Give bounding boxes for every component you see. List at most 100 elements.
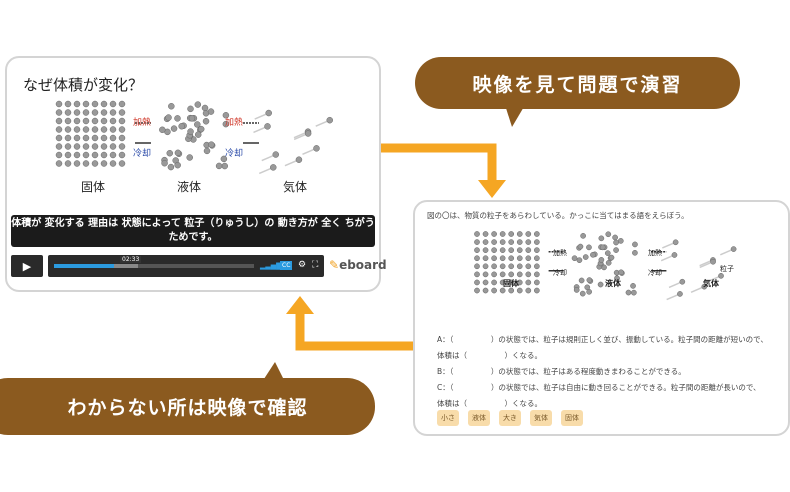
particle [170,125,178,132]
seek-bar[interactable]: 02:33 [54,256,254,268]
particle [82,160,90,167]
choice-chip[interactable]: 大き [499,410,521,426]
particle [534,287,540,294]
choice-chip[interactable]: 小さ [437,410,459,426]
volume-icon[interactable]: ▂▃▅▇ [260,262,282,270]
particle [109,143,117,150]
particle [100,143,108,150]
particle [491,263,497,270]
answer-choices: 小さ 液体 大き 気体 固体 [437,410,583,426]
particle [586,244,592,251]
particle [222,120,230,128]
particle [304,130,312,137]
particle [55,151,63,159]
particle [203,147,211,155]
particle [499,287,506,294]
particle [730,246,737,252]
particle [109,126,117,133]
particle [679,278,686,285]
particle [174,149,182,157]
particle [534,279,540,286]
particle-illustration [55,100,333,175]
particle [55,100,63,108]
choice-chip[interactable]: 液体 [468,410,490,426]
particle [534,231,540,237]
particle [508,263,515,270]
ex-heat-2: 加熱 [648,249,662,257]
particle [109,160,117,167]
particle [491,279,497,286]
particle [631,289,637,296]
particle [482,263,489,270]
particle [100,100,108,108]
particle [109,109,117,116]
particle [64,134,72,142]
particle [571,255,578,262]
video-title: なぜ体積が変化？ [23,76,144,94]
particle [187,128,194,135]
particle [499,279,506,286]
arrow-head-down [478,180,506,198]
particle [474,279,480,286]
particle [599,244,606,251]
question-text: 図の〇は、物質の粒子をあらわしている。かっこに当てはまる語をえらぼう。 [427,211,689,220]
particle [55,143,63,150]
particle [166,149,174,157]
choice-chip[interactable]: 気体 [530,410,552,426]
particle [582,254,589,260]
particle [516,263,523,270]
particle [482,271,489,278]
fullscreen-icon[interactable]: ⛶ [312,260,319,270]
ex-cool-2: 冷却 [648,269,662,277]
particle [82,109,90,116]
particle [625,289,632,296]
particle [630,283,636,289]
particle [64,143,72,150]
particle [534,255,540,262]
particle [474,255,480,262]
particle [516,239,523,245]
particle [222,112,230,119]
particle [499,271,506,278]
choice-chip[interactable]: 固体 [561,410,583,426]
particle [586,277,593,283]
particle [100,151,108,159]
particle [118,160,126,167]
particle [55,117,63,125]
particle [618,269,624,276]
particle [201,104,209,112]
play-button[interactable]: ▶ [11,255,43,277]
particle [573,287,580,293]
arrow-to-exercise [381,143,497,182]
ex-cool: 冷却 [553,269,567,277]
time-tooltip: 02:33 [120,256,142,263]
particle [491,231,497,237]
particle [597,281,604,288]
particle [272,151,280,158]
label-heat-2: 加熱 [225,118,244,128]
particle [482,239,489,245]
ex-label-solid: 固体 [503,279,519,288]
bubble-tail-top [505,105,525,127]
particle [508,287,515,294]
captions-icon[interactable]: CC [280,261,293,270]
particle [118,126,126,133]
particle [159,126,166,134]
settings-icon[interactable]: ⚙ [298,260,307,270]
particle [64,109,72,116]
particle [118,143,126,150]
particle [482,255,489,262]
particle [313,145,320,152]
particle [577,243,584,250]
particle [534,263,540,270]
play-icon: ▶ [22,259,32,273]
particle [100,126,108,133]
particle [598,257,605,263]
bubble-tail-bottom [262,362,285,382]
particle [326,116,333,124]
particle [109,117,117,125]
particle [64,117,72,125]
particle [474,287,480,294]
particle [100,134,108,142]
label-cool-2: 冷却 [225,149,244,159]
